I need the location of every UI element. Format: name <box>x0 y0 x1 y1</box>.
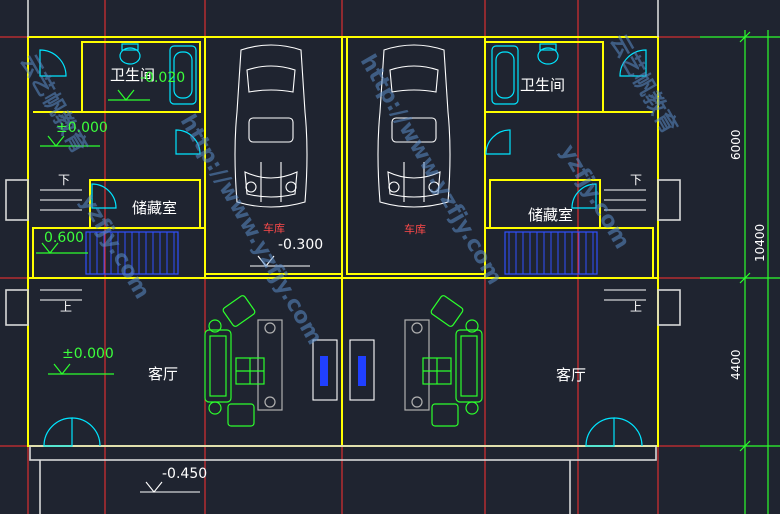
bathroom-fixtures-right <box>491 43 647 105</box>
dimension-lower: 4400 <box>729 349 743 380</box>
room-label-living-left: 客厅 <box>148 365 178 383</box>
level-label-bath: -0.020 <box>140 70 185 86</box>
room-label-bathroom-left: 卫生间 <box>110 66 155 84</box>
level-label-entry: -0.450 <box>162 466 207 482</box>
car-right <box>377 44 451 208</box>
room-label-garage-left: 车库 <box>263 221 285 235</box>
room-label-storage-left: 储藏室 <box>132 199 177 217</box>
dimension-total: 10400 <box>753 224 767 262</box>
watermark-4: yzfjy.com <box>555 141 635 254</box>
stair-label-down-left: 下 <box>58 173 70 187</box>
watermark-5: 云艺帆教育 <box>605 30 683 138</box>
stair-label-up-left: 上 <box>60 300 72 314</box>
dimension-lines <box>700 30 780 514</box>
stair-label-down-right: 下 <box>630 173 642 187</box>
room-label-storage-right: 储藏室 <box>528 206 573 224</box>
room-label-living-right: 客厅 <box>556 366 586 384</box>
light-walls <box>5 0 681 514</box>
level-label-hall: ±0.000 <box>56 120 108 136</box>
level-marks <box>36 89 310 493</box>
sofa-set-right <box>404 295 483 427</box>
level-label-living: ±0.000 <box>62 346 114 362</box>
dimension-upper: 6000 <box>729 129 743 160</box>
level-label-stair: 0.600 <box>44 230 84 246</box>
bathroom-fixtures-left <box>39 43 197 105</box>
room-label-bathroom-right: 卫生间 <box>520 76 565 94</box>
stair-label-up-right: 上 <box>630 300 642 314</box>
tv-cabinets <box>312 339 375 401</box>
level-label-garage: -0.300 <box>278 237 323 253</box>
door-swings <box>43 129 643 447</box>
watermark-2: http://www.yzfjy.com <box>175 111 327 350</box>
sofa-set-left <box>204 295 283 427</box>
stairs-right <box>504 189 646 301</box>
car-left <box>234 44 308 208</box>
room-label-garage-right: 车库 <box>404 222 426 236</box>
